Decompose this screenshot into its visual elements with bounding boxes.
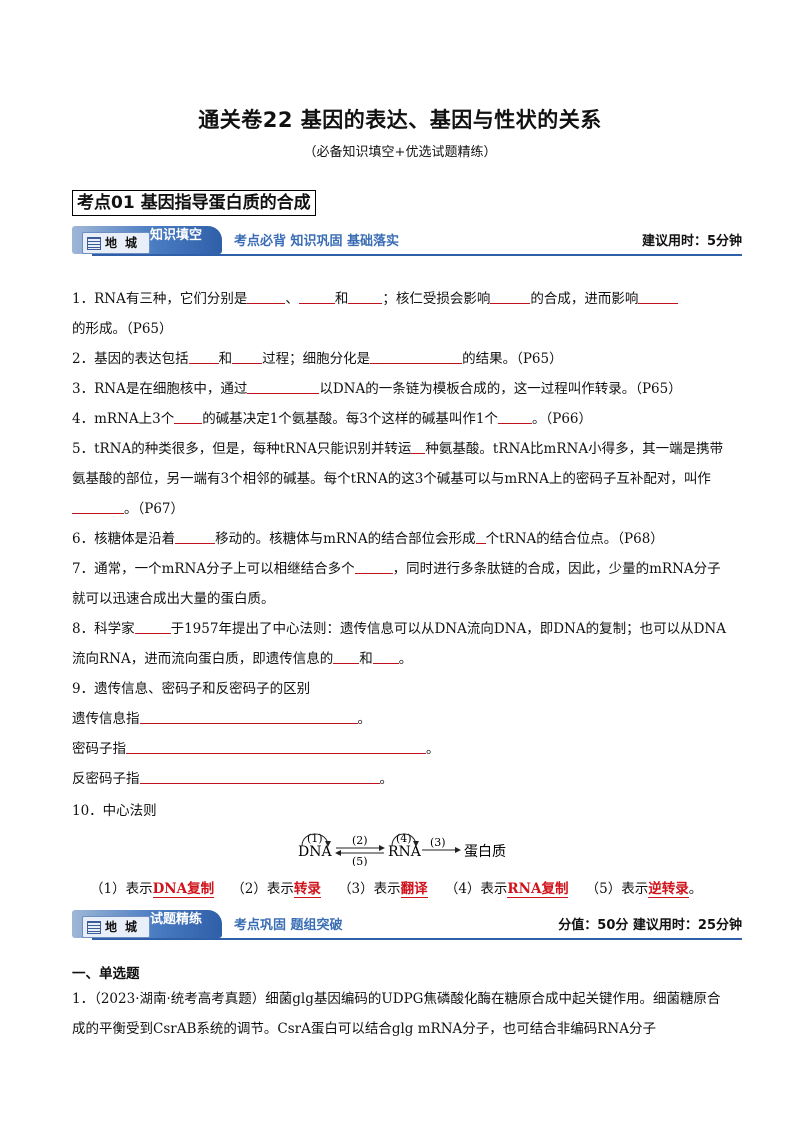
answer-2: 转录 <box>293 881 321 898</box>
question-8: 8．科学家于1957年提出了中心法则：遗传信息可以从DNA流向DNA，即DNA的… <box>72 614 732 674</box>
answer-blank[interactable] <box>333 647 360 664</box>
answer-blank[interactable] <box>490 287 531 304</box>
answer-1: DNA复制 <box>152 881 215 898</box>
answer-blank[interactable] <box>72 497 124 514</box>
central-dogma-diagram: DNA RNA 蛋白质 (1) (2) (5) (4) (3) <box>298 832 506 866</box>
arrow-1 <box>301 833 331 847</box>
question-9-b: 密码子指。 <box>72 734 732 764</box>
question-4: 4．mRNA上3个的碱基决定1个氨基酸。每3个这样的碱基叫作1个。（P66） <box>72 404 732 434</box>
answer-blank[interactable] <box>139 707 358 724</box>
answer-5: 逆转录 <box>648 881 689 898</box>
book-icon <box>87 237 101 250</box>
central-dogma-answers: （1）表示DNA复制 （2）表示转录 （3）表示翻译 （4）表示RNA复制 （5… <box>90 881 703 898</box>
answer-blank[interactable] <box>126 737 426 754</box>
question-10-title: 10．中心法则 <box>72 803 157 819</box>
question-7: 7．通常，一个mRNA分子上可以相继结合多个，同时进行多条肽链的合成，因此，少量… <box>72 554 732 614</box>
answer-3: 翻译 <box>400 881 428 898</box>
diagram-label-4: (4) <box>396 832 412 845</box>
answer-blank[interactable] <box>372 647 399 664</box>
diagram-label-3: (3) <box>430 836 446 849</box>
answer-blank[interactable] <box>348 287 383 304</box>
banner-slogan: 考点巩固 题组突破 <box>234 918 343 933</box>
answer-blank[interactable] <box>247 287 286 304</box>
answer-blank[interactable] <box>139 767 380 784</box>
answer-blank[interactable] <box>247 377 320 394</box>
banner-rule <box>92 254 742 256</box>
diagram-label-2: (2) <box>352 834 368 847</box>
question-9-a: 遗传信息指。 <box>72 704 732 734</box>
diagram-dna: DNA <box>298 844 332 860</box>
diagram-rna: RNA <box>388 844 422 860</box>
question-1: 1．RNA有三种，它们分别是、和；核仁受损会影响的合成，进而影响的形成。（P65… <box>72 284 732 344</box>
page-subtitle: （必备知识填空+优选试题精练） <box>303 145 497 160</box>
answer-blank[interactable] <box>134 617 171 634</box>
banner-chip: 地城 <box>82 916 150 938</box>
section-banner-practice: 地城 试题精练 考点巩固 题组突破 分值：50分 建议用时：25分钟 <box>72 910 742 944</box>
banner-time: 分值：50分 建议用时：25分钟 <box>558 918 742 933</box>
answer-blank[interactable] <box>498 407 532 424</box>
question-5: 5．tRNA的种类很多，但是，每种tRNA只能识别并转运种氨基酸。tRNA比mR… <box>72 434 732 524</box>
page-title: 通关卷22 基因的表达、基因与性状的关系 <box>198 108 602 132</box>
banner-ribbon-label: 知识填空 <box>150 228 203 243</box>
answer-blank[interactable] <box>298 287 335 304</box>
answer-blank[interactable] <box>175 527 216 544</box>
answer-blank[interactable] <box>411 437 426 454</box>
answer-blank[interactable] <box>174 407 203 424</box>
mcq-question-1: 1．（2023·湖南·统考高考真题）细菌glg基因编码的UDPG焦磷酸化酶在糖原… <box>72 991 721 1037</box>
diagram-label-1: (1) <box>307 832 323 845</box>
section-heading: 考点01 基因指导蛋白质的合成 <box>72 190 316 216</box>
answer-blank[interactable] <box>370 347 463 364</box>
banner-rule <box>92 938 742 940</box>
section-banner-fill-in: 地城 知识填空 考点必背 知识巩固 基础落实 建议用时：5分钟 <box>72 226 742 260</box>
answer-blank[interactable] <box>638 287 679 304</box>
answer-blank[interactable] <box>475 527 486 544</box>
answer-4: RNA复制 <box>507 881 569 898</box>
banner-ribbon-label: 试题精练 <box>150 912 203 927</box>
banner-time: 建议用时：5分钟 <box>641 234 742 249</box>
answer-blank[interactable] <box>354 557 393 574</box>
question-9-c: 反密码子指。 <box>72 764 732 794</box>
question-2: 2．基因的表达包括和过程；细胞分化是的结果。（P65） <box>72 344 732 374</box>
banner-slogan: 考点必背 知识巩固 基础落实 <box>234 234 400 249</box>
diagram-protein: 蛋白质 <box>464 844 506 860</box>
question-3: 3．RNA是在细胞核中，通过以DNA的一条链为模板合成的，这一过程叫作转录。（P… <box>72 374 732 404</box>
question-6: 6．核糖体是沿着移动的。核糖体与mRNA的结合部位会形成个tRNA的结合位点。（… <box>72 524 732 554</box>
book-icon <box>87 921 101 934</box>
question-9-title: 9．遗传信息、密码子和反密码子的区别 <box>72 681 311 697</box>
banner-chip: 地城 <box>82 232 150 254</box>
arrow-4 <box>391 833 419 847</box>
answer-blank[interactable] <box>188 347 219 364</box>
diagram-label-5: (5) <box>352 855 368 866</box>
answer-blank[interactable] <box>232 347 263 364</box>
mcq-heading: 一、单选题 <box>72 966 140 982</box>
